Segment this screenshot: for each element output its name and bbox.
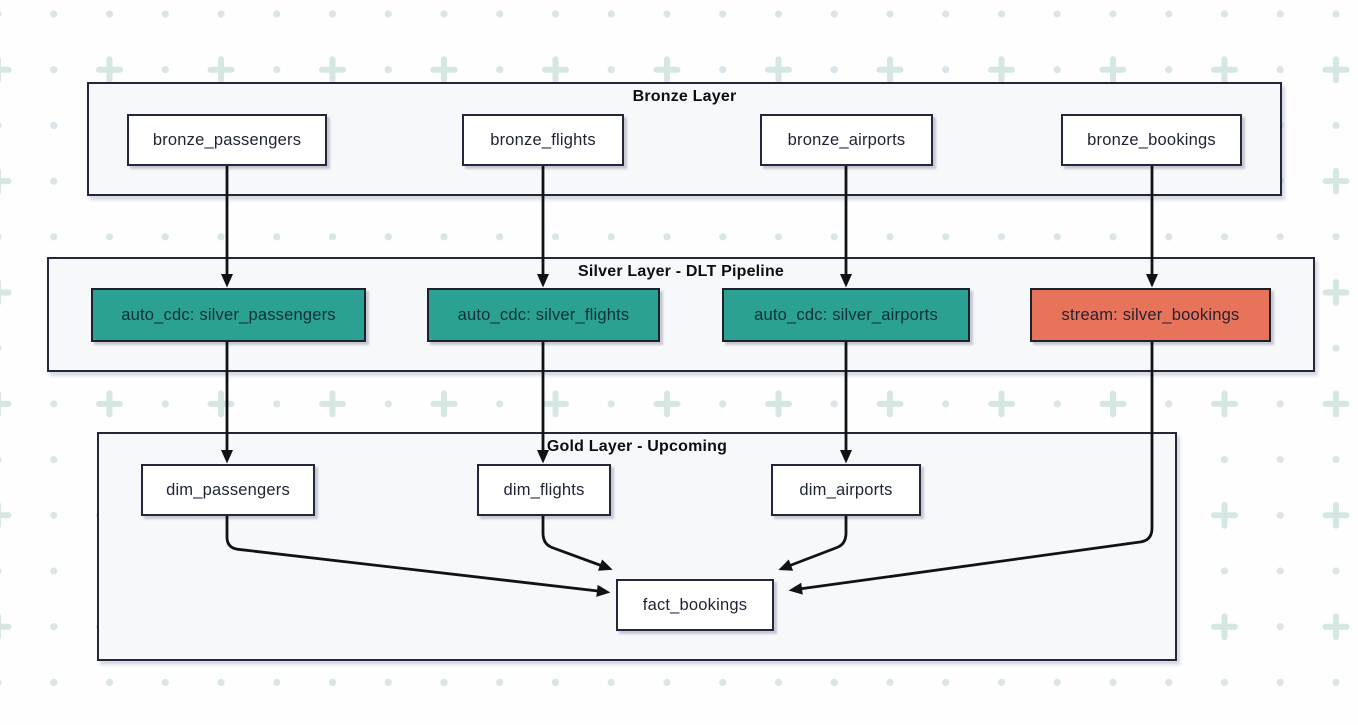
node-silver-passengers[interactable]: auto_cdc: silver_passengers (91, 288, 366, 342)
node-label: bronze_passengers (152, 130, 302, 149)
node-dim-passengers[interactable]: dim_passengers (141, 464, 315, 516)
node-label: dim_airports (799, 480, 893, 499)
node-bronze-bookings[interactable]: bronze_bookings (1061, 114, 1242, 166)
node-label: dim_passengers (166, 480, 290, 499)
node-bronze-airports[interactable]: bronze_airports (760, 114, 933, 166)
node-bronze-flights[interactable]: bronze_flights (462, 114, 624, 166)
node-label: bronze_bookings (1087, 130, 1216, 149)
node-label: dim_flights (503, 480, 585, 499)
node-fact-bookings[interactable]: fact_bookings (616, 579, 774, 631)
node-label: auto_cdc: silver_passengers (121, 305, 336, 324)
node-label: auto_cdc: silver_flights (457, 305, 630, 324)
silver-layer-title: Silver Layer - DLT Pipeline (577, 263, 785, 280)
node-silver-flights[interactable]: auto_cdc: silver_flights (427, 288, 660, 342)
node-silver-bookings[interactable]: stream: silver_bookings (1030, 288, 1271, 342)
node-dim-flights[interactable]: dim_flights (477, 464, 611, 516)
node-dim-airports[interactable]: dim_airports (771, 464, 921, 516)
node-label: auto_cdc: silver_airports (754, 305, 938, 324)
node-silver-airports[interactable]: auto_cdc: silver_airports (722, 288, 970, 342)
node-label: stream: silver_bookings (1061, 305, 1240, 324)
bronze-layer-title: Bronze Layer (632, 88, 737, 105)
node-label: fact_bookings (642, 595, 748, 614)
gold-layer-title: Gold Layer - Upcoming (546, 438, 728, 455)
node-label: bronze_flights (490, 130, 596, 149)
node-bronze-passengers[interactable]: bronze_passengers (127, 114, 327, 166)
node-label: bronze_airports (787, 130, 906, 149)
